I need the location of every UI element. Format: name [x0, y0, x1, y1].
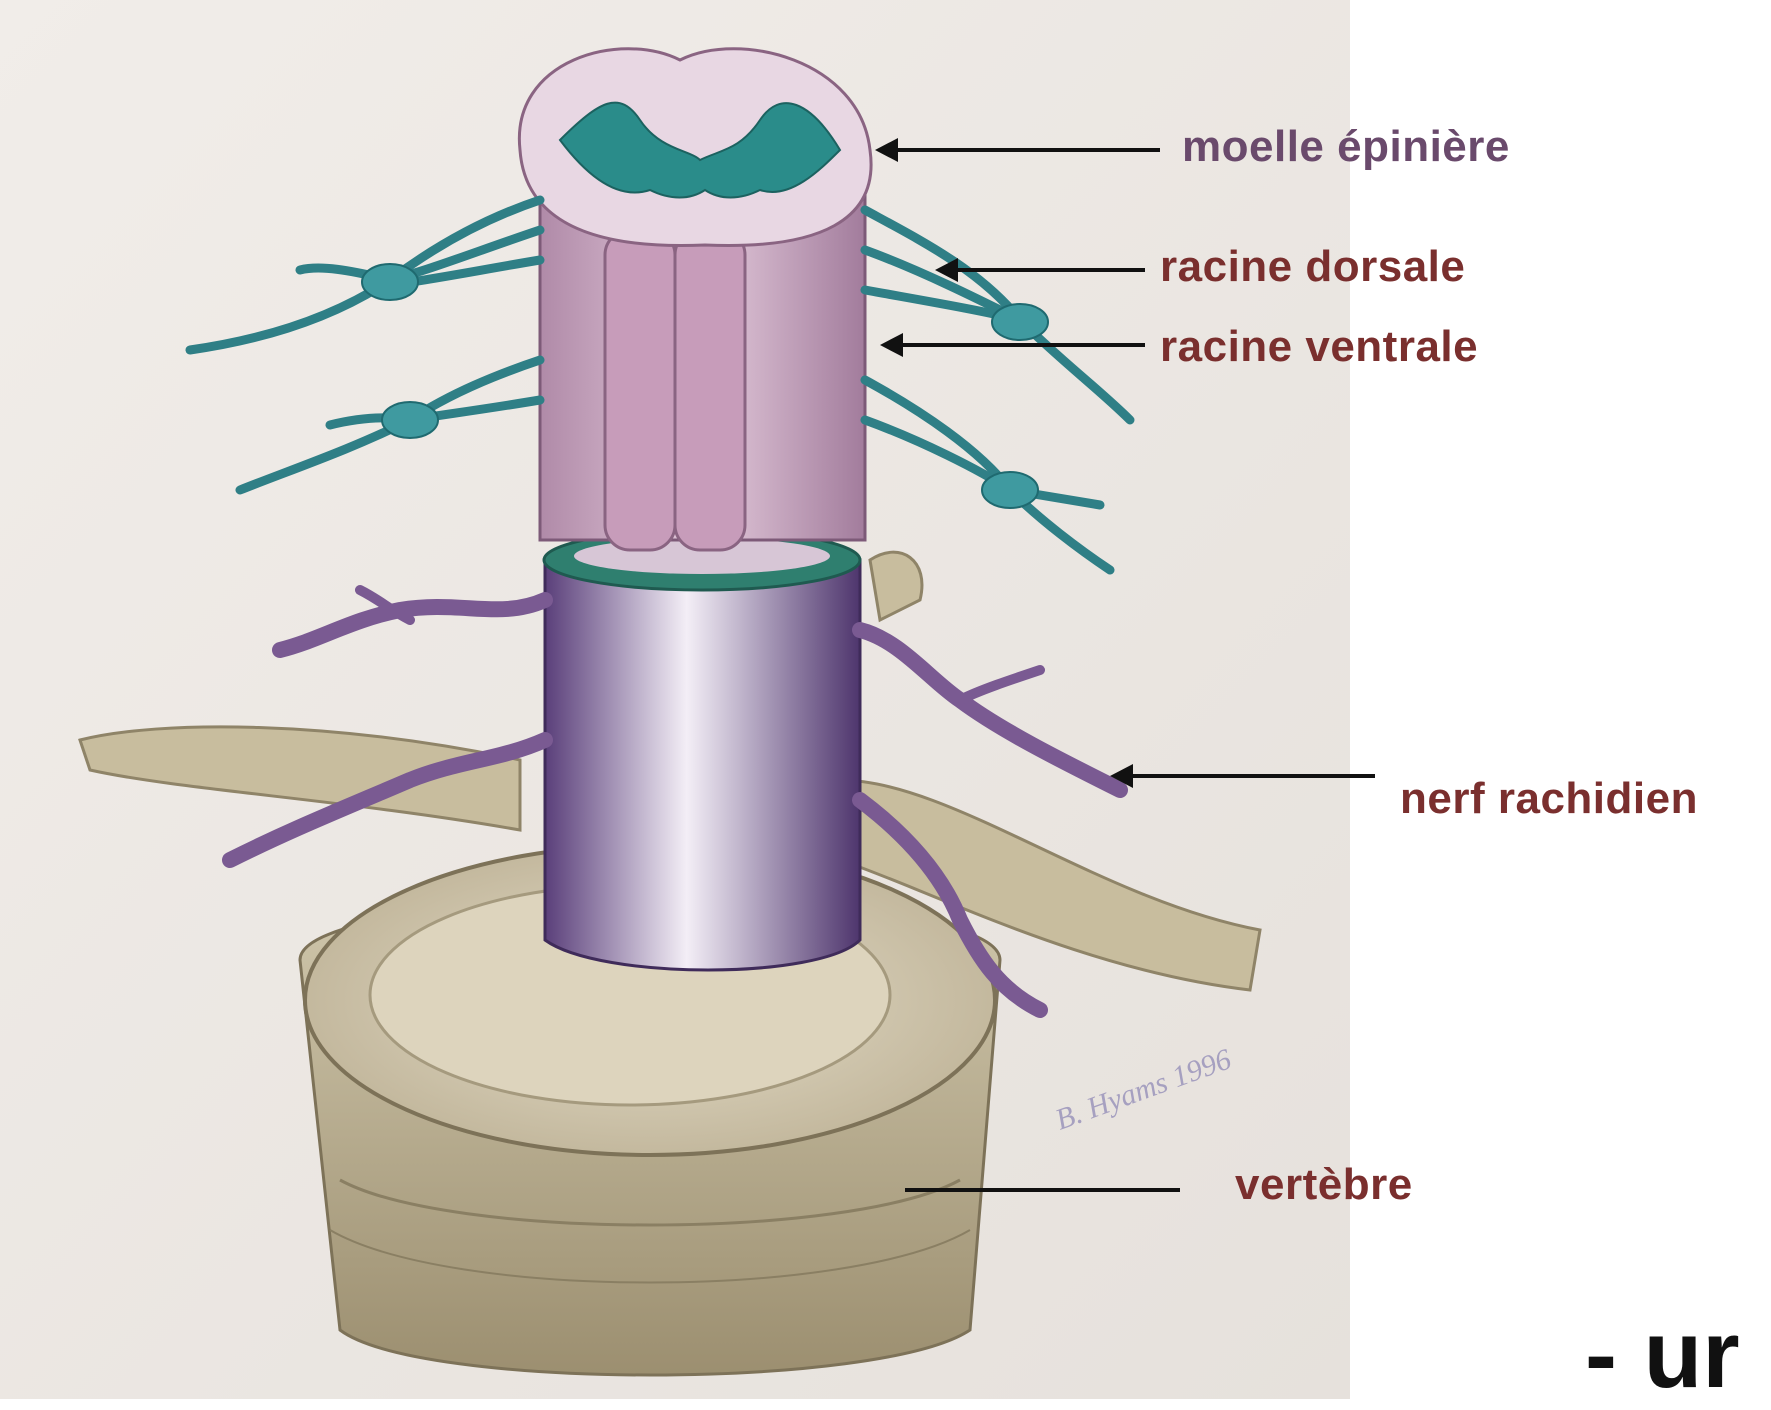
- dura-mater: [544, 530, 860, 970]
- spinal-cord-illustration: B. Hyams 1996: [0, 0, 1350, 1399]
- label-racine-dorsale: racine dorsale: [1160, 242, 1465, 292]
- spinal-cord: [519, 49, 871, 550]
- label-nerf-rachidien: nerf rachidien: [1400, 774, 1698, 824]
- label-vertebre: vertèbre: [1235, 1160, 1413, 1210]
- label-racine-ventrale: racine ventrale: [1160, 322, 1478, 372]
- slide-bullet-text-fragment: - ur: [1585, 1300, 1740, 1410]
- label-moelle-epiniere: moelle épinière: [1182, 122, 1510, 172]
- arrow-extension: [1350, 0, 1771, 1399]
